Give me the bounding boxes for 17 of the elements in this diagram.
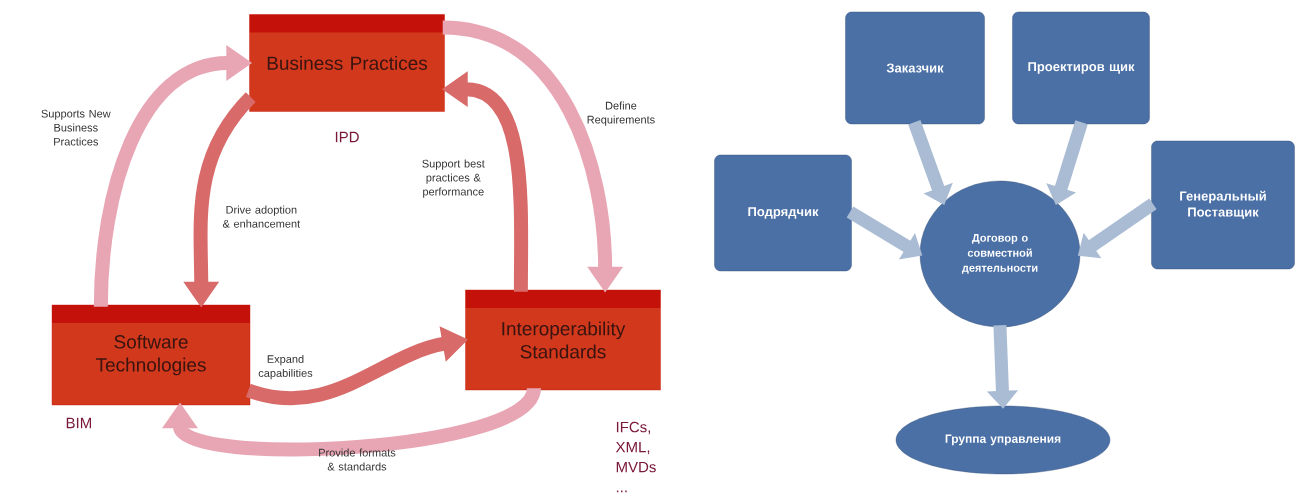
participant-box: Генеральный Поставщик [1151,140,1295,270]
edge-label: Drive adoption & enhancement [222,205,301,228]
process-box: Business Practices [249,14,445,112]
edge-label: Supports New Business Practices [41,109,111,146]
arrow [162,385,541,457]
edge-label: Support best practices & performance [422,159,485,198]
annotation-text: IPD [335,131,359,143]
process-box: Software Technologies [51,304,251,406]
edge-label: Expand capabilities [258,354,313,380]
edge-label: Provide formats & standards [319,448,396,471]
participant-box: Подрядчик [714,154,852,272]
annotation-text: BIM [66,417,91,429]
participant-box: Заказчик [845,11,985,125]
annotation-text: IFCs, XML, MVDs ... [615,421,656,493]
edge-label: Define Requirements [587,101,655,126]
participant-box: Проектиров щик [1012,11,1150,125]
process-box: Interoperability Standards [465,289,661,391]
